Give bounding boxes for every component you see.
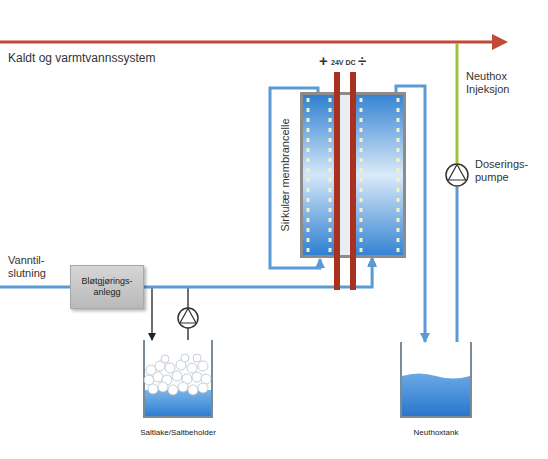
dosing-pump: Doserings-pumpe [445, 163, 469, 187]
injection-line [456, 43, 459, 163]
node-text: Saltlake/Saltbeholder [140, 428, 216, 437]
node-text: Bløtgjørings-anlegg [76, 276, 138, 298]
electrode [350, 72, 356, 290]
softener-box: Bløtgjørings-anlegg [70, 265, 144, 309]
text-label: + [319, 52, 328, 70]
node-text: Neuthoxtank [414, 428, 459, 437]
pipe-connector [144, 287, 152, 340]
membrane-cell-art [300, 92, 406, 258]
membrane-cell: Sirkulær membrancelle [300, 92, 406, 258]
node-text: Doserings-pumpe [475, 158, 537, 184]
dosing-pump-symbol [445, 163, 469, 187]
water-inlet-pipe [0, 286, 70, 289]
brine-pump-symbol [178, 308, 198, 328]
brine-container: Saltlake/Saltbeholder [143, 340, 213, 418]
text-label: Vanntil-slutning [8, 254, 58, 280]
text-label: Kaldt og varmtvannssystem [8, 51, 155, 65]
node-text: Sirkulær membrancelle [279, 118, 291, 231]
electrode [334, 72, 340, 290]
text-label: 24V DC [331, 59, 356, 67]
neuthox-tank: Neuthoxtank [400, 342, 472, 418]
text-label: ÷ [358, 52, 366, 70]
brine-pump-symbol [180, 309, 196, 324]
text-label: Neuthox Injeksjon [466, 70, 526, 96]
pipe-connector [188, 258, 372, 340]
pipe-connector [456, 187, 459, 342]
hot-cold-water-pipe [0, 41, 494, 44]
tank-art [402, 342, 470, 416]
brine-container-art [145, 340, 211, 416]
pipe-arrowhead [492, 34, 508, 50]
